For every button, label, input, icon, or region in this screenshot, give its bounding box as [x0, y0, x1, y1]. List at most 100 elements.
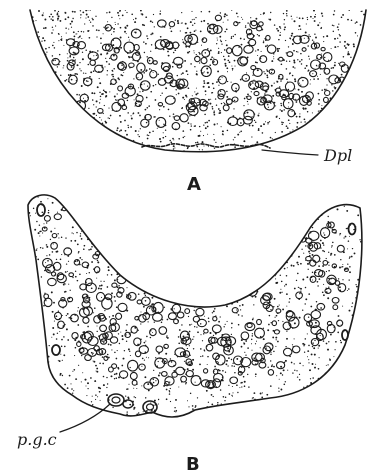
stipple-dot — [169, 232, 171, 234]
stipple-dot — [349, 279, 350, 280]
stipple-dot — [352, 329, 354, 331]
stipple-dot — [323, 36, 325, 38]
stipple-dot — [246, 204, 247, 205]
stipple-dot — [313, 18, 314, 19]
stipple-dot — [253, 238, 255, 240]
stipple-dot — [127, 397, 129, 399]
stipple-dot — [42, 416, 43, 417]
stipple-dot — [86, 395, 87, 396]
stipple-dot — [226, 247, 227, 248]
stipple-dot — [273, 58, 274, 59]
stipple-dot — [203, 333, 204, 334]
stipple-dot — [107, 70, 108, 71]
stipple-dot — [231, 65, 232, 66]
stipple-dot — [208, 417, 210, 419]
stipple-dot — [51, 113, 52, 114]
stipple-dot — [241, 367, 242, 368]
stipple-dot — [209, 254, 210, 255]
stipple-dot — [203, 86, 205, 88]
stipple-dot — [268, 246, 270, 248]
stipple-dot — [171, 264, 173, 266]
stipple-dot — [48, 123, 49, 124]
stipple-dot — [315, 364, 316, 365]
yolk-cell — [165, 96, 175, 104]
yolk-cell — [105, 294, 112, 300]
stipple-dot — [137, 244, 139, 246]
stipple-dot — [352, 98, 353, 99]
stipple-dot — [58, 122, 59, 123]
stipple-dot — [289, 73, 290, 74]
stipple-dot — [150, 20, 152, 22]
stipple-dot — [102, 196, 104, 198]
yolk-cell — [162, 372, 168, 377]
stipple-dot — [304, 344, 306, 346]
stipple-dot — [184, 43, 185, 44]
yolk-cell — [272, 321, 276, 326]
stipple-dot — [134, 396, 135, 397]
stipple-dot — [64, 80, 66, 82]
stipple-dot — [131, 275, 132, 276]
stipple-dot — [348, 45, 349, 46]
yolk-cell — [127, 257, 133, 262]
stipple-dot — [313, 415, 315, 417]
stipple-dot — [61, 39, 62, 40]
stipple-dot — [271, 60, 273, 62]
stipple-dot — [85, 385, 86, 386]
stipple-dot — [196, 71, 197, 72]
stipple-dot — [93, 70, 95, 72]
stipple-dot — [236, 358, 238, 360]
yolk-cell — [44, 216, 50, 222]
stipple-dot — [47, 414, 49, 416]
stipple-dot — [55, 403, 56, 404]
stipple-dot — [146, 336, 148, 338]
stipple-dot — [250, 402, 252, 404]
stipple-dot — [103, 89, 105, 91]
yolk-cell — [257, 319, 262, 324]
stipple-dot — [295, 99, 296, 100]
stipple-dot — [283, 144, 284, 145]
stipple-dot — [45, 92, 46, 93]
stipple-dot — [181, 268, 182, 269]
stipple-dot — [255, 373, 257, 375]
stipple-dot — [215, 29, 216, 30]
yolk-cell — [74, 186, 84, 195]
stipple-dot — [99, 225, 100, 226]
stipple-dot — [192, 339, 193, 340]
stipple-dot — [196, 282, 198, 284]
stipple-dot — [304, 118, 306, 120]
stipple-dot — [244, 98, 246, 100]
stipple-dot — [213, 134, 214, 135]
stipple-dot — [281, 247, 282, 248]
stipple-dot — [83, 98, 84, 99]
stipple-dot — [117, 12, 119, 14]
stipple-dot — [134, 32, 135, 33]
stipple-dot — [312, 346, 313, 347]
stipple-dot — [181, 260, 182, 261]
stipple-dot — [71, 136, 73, 138]
stipple-dot — [201, 21, 203, 23]
stipple-dot — [288, 223, 290, 225]
stipple-dot — [314, 196, 316, 198]
stipple-dot — [128, 127, 129, 128]
stipple-dot — [85, 49, 86, 50]
stipple-dot — [146, 147, 148, 149]
stipple-dot — [31, 304, 32, 305]
stipple-dot — [44, 349, 46, 351]
stipple-dot — [124, 31, 126, 33]
yolk-cell — [310, 276, 316, 282]
stipple-dot — [64, 384, 66, 386]
stipple-dot — [116, 100, 117, 101]
stipple-dot — [129, 404, 131, 406]
stipple-dot — [317, 281, 319, 283]
stipple-dot — [251, 202, 253, 204]
stipple-dot — [64, 101, 65, 102]
stipple-dot — [327, 297, 329, 299]
stipple-dot — [148, 277, 150, 279]
stipple-dot — [122, 230, 124, 232]
stipple-dot — [281, 292, 282, 293]
stipple-dot — [193, 264, 195, 266]
stipple-dot — [161, 258, 162, 259]
stipple-dot — [103, 33, 104, 34]
stipple-dot — [362, 297, 363, 298]
stipple-dot — [69, 56, 71, 58]
